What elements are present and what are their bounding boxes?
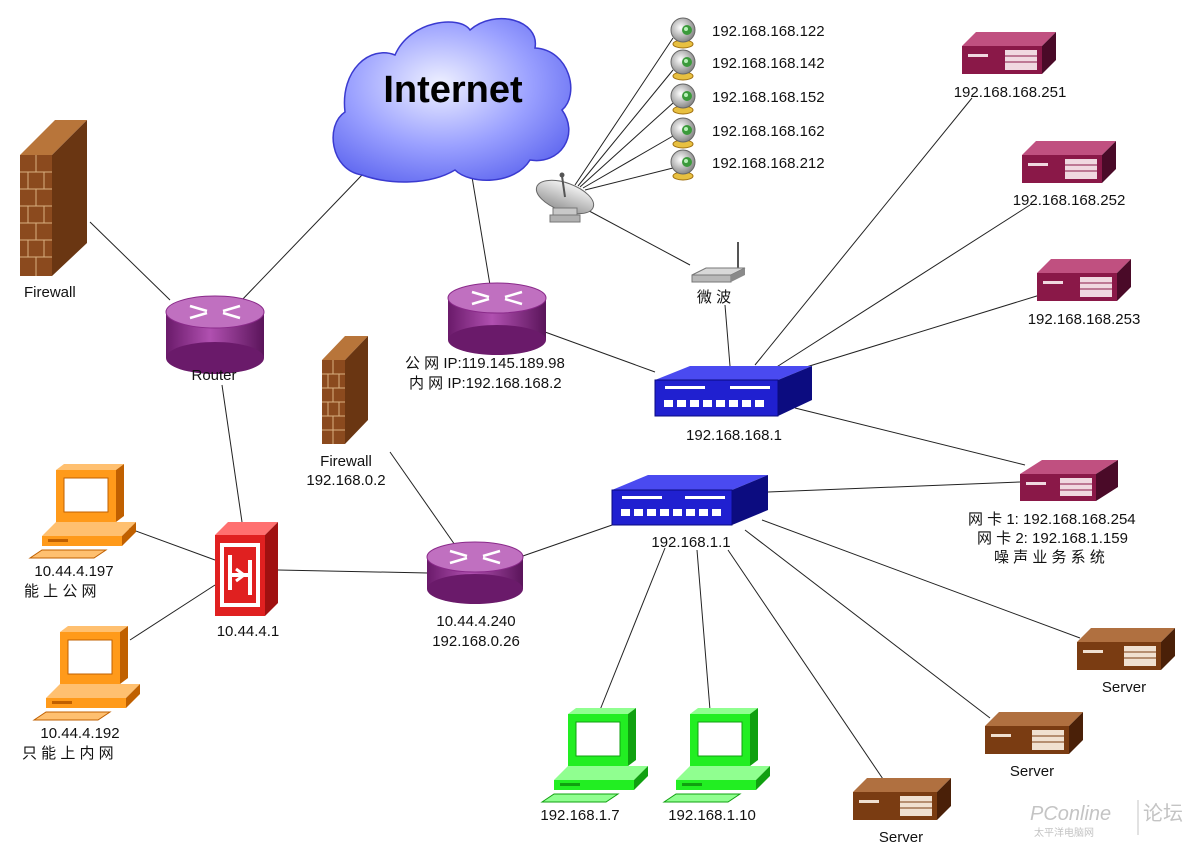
router-core-icon — [426, 541, 524, 604]
server-maroon-icon — [1022, 141, 1116, 183]
microwave-icon — [691, 242, 746, 283]
link-dish-cam3 — [579, 102, 674, 188]
microwave-label: 微 波 — [697, 289, 731, 306]
camera-icon — [670, 117, 696, 149]
cameras: 192.168.168.122 192.168.168.142 192.168.16… — [670, 17, 825, 181]
internet-label: Internet — [383, 69, 523, 111]
camera-icon — [670, 149, 696, 181]
pc-orange-icon — [28, 464, 136, 559]
router-main-label: Router — [191, 367, 236, 384]
noise-server-icon — [1020, 460, 1118, 501]
satellite-dish-icon — [535, 172, 595, 223]
internet-cloud: Internet — [332, 17, 572, 183]
link-switch168-srv252 — [774, 204, 1031, 369]
link-gateway-core-router — [277, 569, 429, 574]
pc-access-label: 能 上 公 网 — [24, 583, 97, 600]
connection-lines — [89, 37, 1081, 783]
link-switch168-srv251 — [754, 97, 973, 366]
firewall-mid-ip: 192.168.0.2 — [306, 472, 385, 489]
router-public-icon — [447, 282, 547, 355]
camera-icon — [670, 83, 696, 115]
watermark-suffix: 论坛 — [1143, 802, 1183, 825]
server-brown-icon — [985, 712, 1083, 754]
watermark-text: PConline — [1030, 803, 1111, 825]
pc-green-icon — [662, 708, 770, 803]
pc-orange-icon — [32, 626, 140, 721]
link-microwave-switch168 — [724, 304, 731, 367]
camera-ip-label: 192.168.168.122 — [712, 23, 825, 40]
router-main-icon — [165, 295, 265, 374]
noise-server-system: 噪 声 业 务 系 统 — [994, 548, 1105, 566]
pcs-green: 192.168.1.7 192.168.1.10 — [540, 708, 770, 824]
pc-green-icon — [540, 708, 648, 803]
server-brown-icon — [1077, 628, 1175, 670]
server-label: Server — [879, 829, 923, 846]
link-switch1-pc10 — [696, 549, 711, 711]
link-firewall-core-router — [389, 451, 456, 546]
firewall-mid-label: Firewall — [320, 453, 372, 470]
server-ip-label: 192.168.168.253 — [1028, 311, 1141, 328]
watermark-sub: 太平洋电脑网 — [1034, 826, 1094, 839]
link-switch1-noise — [767, 481, 1021, 493]
link-switch1-server1 — [761, 519, 1081, 639]
link-pc192-gateway — [129, 584, 216, 641]
server-label: Server — [1010, 763, 1054, 780]
server-ip-label: 192.168.168.252 — [1013, 192, 1126, 209]
server-brown-icon — [853, 778, 951, 820]
pc-access-label: 只 能 上 内 网 — [22, 745, 114, 762]
noise-server-nic2: 网 卡 2: 192.168.1.159 — [977, 530, 1128, 547]
camera-ip-label: 192.168.168.152 — [712, 89, 825, 106]
link-dish-microwave — [577, 204, 691, 266]
link-switch1-server2 — [744, 529, 991, 719]
camera-icon — [670, 17, 696, 49]
router-core-ip1: 10.44.4.240 — [436, 613, 515, 630]
link-dish-cam2 — [577, 69, 674, 187]
link-dish-cam1 — [574, 37, 674, 186]
pcs-orange: 10.44.4.197 能 上 公 网 10.44.4.192 只 能 上 内 网 — [22, 464, 140, 762]
firewall-mid-icon — [322, 336, 368, 444]
link-pc197-gateway — [124, 526, 216, 561]
router-public-ip-private: 内 网 IP:192.168.168.2 — [409, 375, 562, 392]
gateway-label: 10.44.4.1 — [217, 623, 280, 640]
pc-ip-label: 10.44.4.192 — [40, 725, 119, 742]
pc-ip-label: 192.168.1.10 — [668, 807, 756, 824]
switch-168-icon — [654, 366, 812, 417]
link-router-gateway — [221, 384, 243, 523]
pc-ip-label: 10.44.4.197 — [34, 563, 113, 580]
link-public-router-switch168 — [544, 331, 656, 373]
noise-server-nic1: 网 卡 1: 192.168.168.254 — [968, 511, 1136, 528]
camera-ip-label: 192.168.168.212 — [712, 155, 825, 172]
camera-icon — [670, 49, 696, 81]
link-dish-cam5 — [584, 167, 674, 191]
link-internet-router — [239, 174, 363, 303]
camera-ip-label: 192.168.168.162 — [712, 123, 825, 140]
link-switch1-server3 — [727, 549, 886, 783]
link-core-router-switch1 — [519, 523, 616, 558]
router-core-ip2: 192.168.0.26 — [432, 633, 520, 650]
gateway-icon — [215, 522, 278, 616]
link-switch1-pc7 — [599, 547, 666, 711]
server-maroon-icon — [962, 32, 1056, 74]
link-internet-public-router — [469, 164, 491, 286]
servers-168: 192.168.168.251 192.168.168.252 192.168.16… — [954, 32, 1141, 328]
switch-1-icon — [611, 475, 768, 526]
camera-ip-label: 192.168.168.142 — [712, 55, 825, 72]
link-switch168-noise — [794, 407, 1026, 466]
switch-1-label: 192.168.1.1 — [651, 534, 730, 551]
link-firewall-router — [89, 221, 171, 301]
server-label: Server — [1102, 679, 1146, 696]
pc-ip-label: 192.168.1.7 — [540, 807, 619, 824]
watermark: PConline 论坛 太平洋电脑网 — [1030, 800, 1183, 839]
link-dish-cam4 — [582, 135, 674, 189]
server-ip-label: 192.168.168.251 — [954, 84, 1067, 101]
firewall-left-label: Firewall — [24, 284, 76, 301]
server-maroon-icon — [1037, 259, 1131, 301]
router-public-ip-public: 公 网 IP:119.145.189.98 — [405, 355, 565, 372]
link-switch168-srv253 — [789, 294, 1041, 373]
switch-168-label: 192.168.168.1 — [686, 427, 782, 444]
firewall-left-icon — [20, 120, 87, 276]
